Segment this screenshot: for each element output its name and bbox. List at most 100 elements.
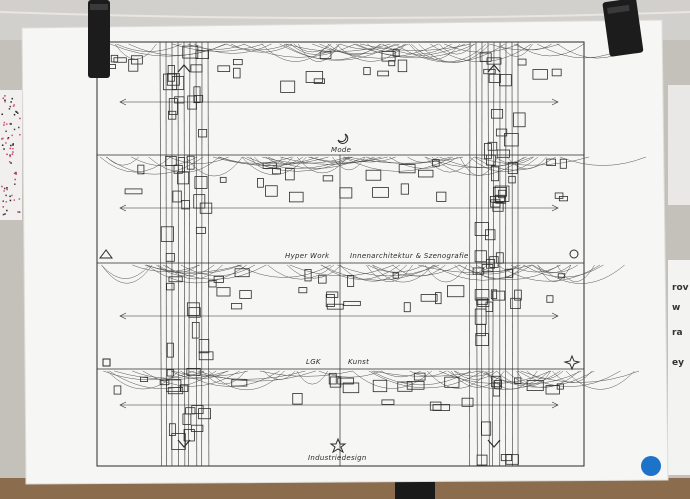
panel-rect (483, 68, 496, 75)
panel-rect (234, 268, 250, 278)
panel-rect (257, 177, 264, 188)
floor-bands (97, 41, 646, 420)
label-kunst: Kunst (348, 358, 369, 366)
panel-rect (397, 59, 408, 73)
confetti-speck (10, 162, 12, 164)
panel-rect (337, 377, 354, 385)
hanging-arc (170, 370, 228, 380)
column-panel (495, 128, 508, 137)
confetti-speck (5, 142, 7, 144)
panel-rect (322, 175, 334, 182)
confetti-speck (8, 108, 11, 110)
panel-rect (233, 67, 241, 79)
hanging-arc (552, 370, 592, 384)
panel-rect (328, 372, 337, 385)
column-panel (191, 321, 200, 339)
column-panel (474, 222, 489, 236)
column-panel (198, 351, 214, 361)
panel-rect (140, 376, 149, 382)
confetti-speck (12, 144, 14, 146)
column-panel (179, 384, 189, 392)
column-panel (186, 367, 201, 376)
hanging-arc (197, 370, 316, 382)
confetti-speck (2, 137, 4, 140)
hanging-arc (332, 156, 366, 171)
confetti-speck (17, 211, 19, 213)
confetti-speck (4, 101, 6, 103)
panel-rect (339, 187, 353, 199)
confetti-speck (12, 105, 15, 107)
confetti-speck (13, 128, 16, 131)
down-arrow (177, 439, 191, 448)
panel-rect (110, 54, 119, 63)
column-panel (181, 200, 190, 210)
panel-rect (447, 285, 465, 298)
hanging-arc (219, 156, 292, 164)
circle-icon (569, 249, 579, 259)
column-panel (172, 190, 182, 203)
panel-rect (392, 49, 400, 57)
column-panel (171, 75, 185, 90)
hanging-arc (392, 264, 446, 277)
column-panel (500, 454, 513, 462)
confetti-speck (10, 144, 12, 147)
panel-rect (490, 289, 498, 300)
panel-rect (432, 159, 440, 167)
panel-rect (265, 185, 278, 197)
hanging-arc (318, 370, 382, 378)
column-panel (194, 176, 208, 189)
confetti-speck (16, 111, 18, 113)
column-panel (492, 290, 506, 301)
hanging-arc (231, 43, 293, 53)
hanging-arc (365, 156, 451, 164)
panel-rect (342, 382, 360, 394)
hanging-arc (145, 264, 242, 275)
column-panel (491, 375, 502, 388)
panel-rect (231, 303, 243, 310)
column-panel (193, 86, 201, 104)
panel-rect (363, 67, 371, 76)
panel-rect (388, 60, 396, 67)
hanging-arc (128, 43, 226, 56)
hanging-arc (531, 264, 571, 274)
confetti-speck (4, 213, 6, 215)
column-panel (168, 110, 177, 120)
hanging-arc (289, 264, 394, 277)
hanging-arc (389, 156, 459, 169)
circulation-arrows (119, 98, 559, 409)
panel-rect (444, 376, 460, 388)
hanging-arc (353, 43, 466, 57)
hanging-arc (262, 156, 349, 164)
confetti-speck (13, 172, 16, 175)
column-panel (165, 252, 175, 262)
hanging-arc (453, 370, 498, 380)
column-panel (174, 96, 185, 104)
side-text-4: ey (672, 358, 684, 368)
hanging-arc (290, 43, 341, 55)
left-poster-fragment (0, 90, 22, 220)
hanging-arc (344, 156, 396, 163)
hanging-arc (320, 264, 436, 281)
confetti-speck (4, 95, 6, 97)
hanging-arc (172, 43, 264, 52)
column-panel (167, 65, 175, 82)
triangle-icon (99, 249, 113, 259)
confetti-speck (6, 153, 8, 156)
column-line (188, 41, 191, 467)
column-panel (160, 226, 174, 242)
hanging-arc (246, 156, 351, 169)
confetti-speck (7, 137, 9, 140)
confetti-speck (2, 200, 4, 202)
column-panel (186, 155, 195, 170)
panel-rect (326, 303, 344, 310)
hanging-arc (99, 156, 171, 173)
panel-rect (398, 164, 416, 174)
confetti-speck (11, 97, 14, 100)
hanging-arc (408, 43, 461, 60)
column-panel (188, 307, 201, 318)
hanging-arc (532, 264, 578, 273)
confetti-speck (9, 105, 12, 108)
label-mode: Mode (331, 146, 351, 154)
hanging-arc (565, 370, 635, 390)
panel-rect (510, 297, 521, 309)
